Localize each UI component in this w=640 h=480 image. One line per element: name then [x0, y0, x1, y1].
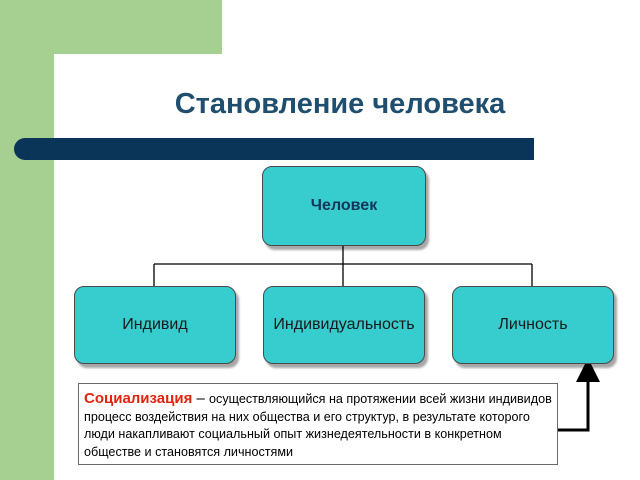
- node-individualnost: Индивидуальность: [263, 286, 425, 364]
- background-green-left: [0, 0, 54, 480]
- arrow-socialization-to-lichnost: [558, 358, 600, 432]
- node-individ: Индивид: [74, 286, 236, 364]
- page-title: Становление человека: [174, 88, 506, 120]
- definition-text: осуществляющийся на протяжении всей жизн…: [84, 392, 552, 459]
- node-lichnost: Личность: [452, 286, 614, 364]
- node-chelovek: Человек: [262, 166, 426, 246]
- definition-box: Социализация – осуществляющийся на протя…: [78, 383, 558, 465]
- definition-term: Социализация: [84, 390, 193, 407]
- title-underline-bar: [14, 138, 534, 160]
- definition-dash: –: [192, 390, 210, 407]
- background-white-corner: [54, 54, 134, 134]
